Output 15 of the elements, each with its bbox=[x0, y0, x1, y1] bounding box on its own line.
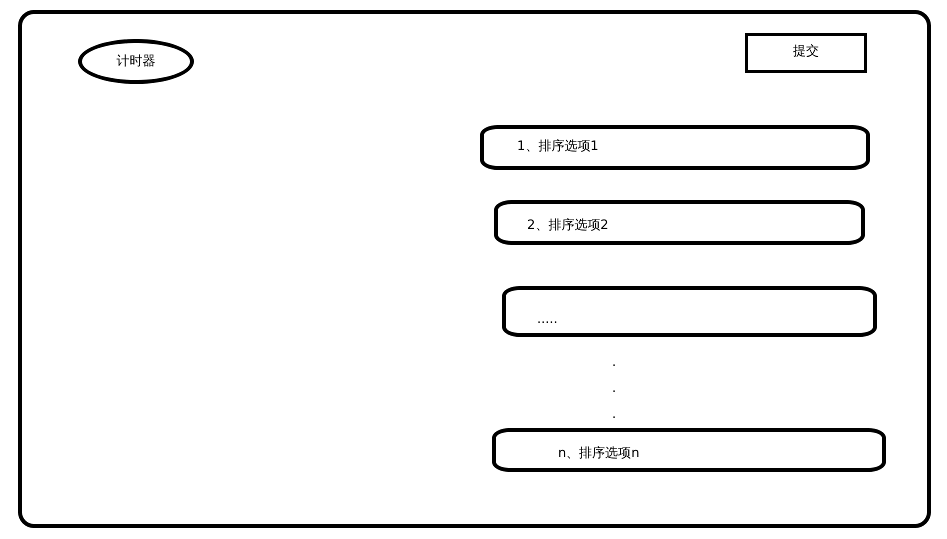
ellipsis-dot: . bbox=[612, 407, 616, 423]
option-box bbox=[492, 428, 886, 472]
option-label: 1、排序选项1 bbox=[517, 139, 599, 155]
submit-label: 提交 bbox=[792, 44, 820, 60]
option-box bbox=[502, 286, 877, 337]
option-label: n、排序选项n bbox=[558, 446, 640, 462]
submit-box bbox=[745, 33, 867, 73]
option-box bbox=[480, 125, 870, 170]
option-box bbox=[494, 200, 865, 245]
ellipsis-dot: . bbox=[612, 381, 616, 397]
option-label: ..... bbox=[537, 312, 558, 328]
window-frame bbox=[18, 10, 931, 528]
timer-label: 计时器 bbox=[116, 54, 156, 70]
option-label: 2、排序选项2 bbox=[527, 218, 609, 234]
ellipsis-dot: . bbox=[612, 355, 616, 371]
